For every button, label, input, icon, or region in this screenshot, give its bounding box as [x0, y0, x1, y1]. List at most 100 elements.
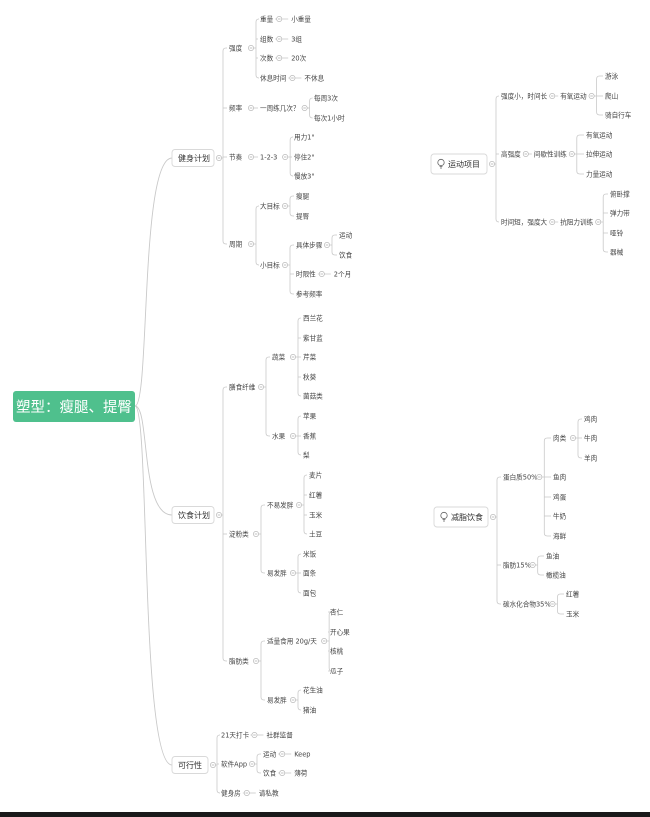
intensity-label[interactable]: 强度	[229, 43, 243, 52]
veg-item[interactable]: 菌菇类	[303, 391, 323, 400]
sports-short-type[interactable]: 抗阻力训练	[560, 217, 593, 226]
app-sport-value[interactable]: Keep	[294, 750, 310, 758]
carb-label[interactable]: 碳水化合物35%	[503, 599, 551, 608]
starch-fat-item[interactable]: 面条	[303, 568, 317, 577]
big-goal-b[interactable]: 提臀	[296, 211, 310, 220]
gym-label[interactable]: 健身房	[221, 788, 241, 797]
sports-node-box[interactable]	[430, 153, 488, 175]
cycle-label[interactable]: 周期	[229, 240, 243, 248]
fruit-item[interactable]: 梨	[303, 450, 310, 459]
weight-label[interactable]: 重量	[260, 15, 274, 23]
tempo-label[interactable]: 节奏	[229, 152, 243, 161]
fiber-label[interactable]: 膳食纤维	[229, 382, 256, 391]
sports-short-label[interactable]: 时间短，强度大	[501, 217, 548, 226]
starch-fat-item[interactable]: 面包	[303, 588, 317, 597]
carb-item[interactable]: 红薯	[566, 589, 580, 598]
protein-item[interactable]: 鱼肉	[553, 472, 566, 481]
app-diet-value[interactable]: 薄荷	[294, 768, 308, 777]
app-diet-label[interactable]: 饮食	[263, 768, 277, 777]
rest-label[interactable]: 休息时间	[260, 73, 287, 82]
sports-high-item[interactable]: 拉伸运动	[586, 149, 613, 158]
tempo-b[interactable]: 停住2"	[294, 152, 314, 161]
frequency-label[interactable]: 频率	[229, 103, 243, 112]
steps-a[interactable]: 运动	[339, 231, 353, 239]
tempo-c[interactable]: 慢放3"	[294, 171, 314, 180]
protein-item[interactable]: 牛奶	[553, 511, 567, 520]
fats-fat-label[interactable]: 易发胖	[267, 695, 287, 704]
veg-item[interactable]: 紫甘蓝	[303, 333, 323, 342]
sports-low-item[interactable]: 骑自行车	[605, 110, 632, 119]
tempo-a[interactable]: 用力1"	[294, 132, 314, 141]
small-goal-label[interactable]: 小目标	[260, 260, 280, 269]
starch-nonfat-item[interactable]: 土豆	[309, 529, 323, 538]
ref-frequency[interactable]: 参考频率	[296, 289, 323, 298]
big-goal-label[interactable]: 大目标	[260, 201, 280, 210]
sports-high-item[interactable]: 有氧运动	[586, 130, 613, 139]
rest-value[interactable]: 不休息	[304, 73, 324, 82]
protein-item[interactable]: 海鲜	[553, 531, 567, 540]
weight-value[interactable]: 小重量	[291, 14, 311, 23]
sports-high-type[interactable]: 间歇性训练	[534, 149, 567, 158]
frequency-question[interactable]: 一周练几次？	[260, 103, 300, 112]
checkin-value[interactable]: 社群监督	[266, 730, 293, 739]
app-label[interactable]: 软件App	[221, 759, 247, 768]
carb-item[interactable]: 玉米	[566, 609, 580, 618]
protein-item[interactable]: 鸡蛋	[553, 492, 567, 501]
starch-nonfat-item[interactable]: 麦片	[309, 470, 322, 479]
fat-label[interactable]: 脂肪15%	[503, 560, 531, 569]
veg-item[interactable]: 秋葵	[303, 372, 317, 381]
fruit-item[interactable]: 苹果	[303, 411, 317, 420]
reps-label[interactable]: 次数	[260, 53, 274, 62]
sports-short-item[interactable]: 器械	[610, 247, 624, 256]
meat-item[interactable]: 牛肉	[584, 433, 597, 442]
sports-low-label[interactable]: 强度小，时间长	[501, 91, 548, 100]
starch-nonfat-label[interactable]: 不易发胖	[267, 500, 294, 509]
sports-short-item[interactable]: 弹力带	[610, 208, 630, 217]
frequency-a[interactable]: 每周3次	[314, 93, 338, 102]
meat-item[interactable]: 羊肉	[584, 453, 597, 462]
fruit-label[interactable]: 水果	[272, 431, 286, 440]
fat-item[interactable]: 橄榄油	[546, 570, 566, 579]
sports-high-label[interactable]: 高强度	[501, 149, 521, 158]
timeline-label[interactable]: 时限性	[296, 269, 316, 278]
veg-item[interactable]: 芹菜	[303, 352, 317, 361]
app-sport-label[interactable]: 运动	[263, 750, 277, 758]
starch-nonfat-item[interactable]: 玉米	[309, 510, 323, 519]
starch-fat-item[interactable]: 米饭	[303, 549, 317, 558]
protein-label[interactable]: 蛋白质50%	[503, 472, 537, 481]
fats-moderate-item[interactable]: 开心果	[330, 628, 350, 636]
gym-value[interactable]: 请私教	[259, 788, 279, 797]
sports-short-item[interactable]: 俯卧撑	[610, 189, 630, 198]
starch-nonfat-item[interactable]: 红薯	[309, 490, 323, 499]
veg-label[interactable]: 蔬菜	[272, 352, 286, 361]
steps-label[interactable]: 具体步骤	[296, 240, 323, 249]
veg-item[interactable]: 西兰花	[303, 313, 323, 322]
starch-label[interactable]: 淀粉类	[229, 529, 249, 538]
fats-moderate-item[interactable]: 杏仁	[330, 607, 344, 616]
feasibility-node-box[interactable]	[171, 756, 209, 774]
fats-label[interactable]: 脂肪类	[229, 656, 249, 665]
fats-moderate-item[interactable]: 核桃	[330, 646, 344, 655]
sports-high-item[interactable]: 力量运动	[586, 169, 613, 178]
big-goal-a[interactable]: 瘦腿	[296, 191, 310, 200]
sports-low-type[interactable]: 有氧运动	[560, 91, 587, 100]
fats-fat-item[interactable]: 猪油	[303, 705, 317, 714]
meat-item[interactable]: 鸡肉	[584, 414, 597, 423]
diet-plan-node-box[interactable]	[171, 506, 215, 524]
sports-low-item[interactable]: 爬山	[605, 91, 618, 100]
starch-fat-label[interactable]: 易发胖	[267, 568, 287, 577]
sports-low-item[interactable]: 游泳	[605, 71, 619, 80]
steps-b[interactable]: 饮食	[339, 250, 353, 259]
fatloss-node-box[interactable]	[433, 506, 489, 528]
timeline-value[interactable]: 2个月	[334, 270, 351, 278]
fat-item[interactable]: 鱼油	[546, 551, 560, 560]
fruit-item[interactable]: 香蕉	[303, 431, 317, 440]
tempo-value[interactable]: 1-2-3	[260, 153, 277, 161]
fitness-plan-node-box[interactable]	[171, 149, 215, 167]
checkin-label[interactable]: 21天打卡	[221, 730, 250, 739]
fats-moderate-label[interactable]: 适量食用 20g/天	[267, 636, 317, 645]
sets-label[interactable]: 组数	[260, 34, 274, 43]
meat-label[interactable]: 肉类	[553, 433, 567, 442]
fats-fat-item[interactable]: 花生油	[303, 685, 323, 694]
fats-moderate-item[interactable]: 瓜子	[330, 667, 344, 675]
